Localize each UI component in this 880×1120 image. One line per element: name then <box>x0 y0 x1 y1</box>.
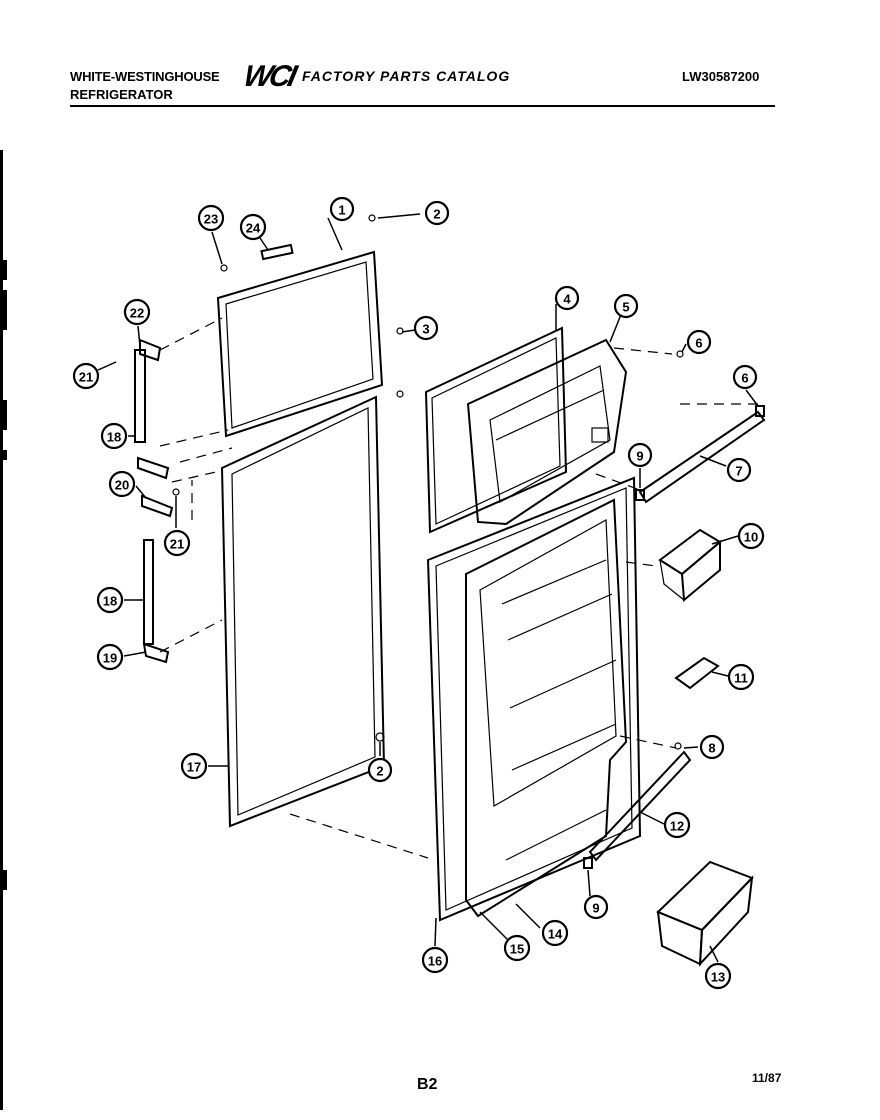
callout-label: 2 <box>433 207 440 222</box>
callout-label: 23 <box>204 212 218 227</box>
butter-compartment-cover <box>674 656 720 690</box>
hinge-assembly <box>134 214 404 742</box>
callout-24: 24 <box>239 213 267 241</box>
callout-23: 23 <box>197 204 225 232</box>
callout-label: 15 <box>510 942 524 957</box>
callout-6-right: 6 <box>732 364 758 390</box>
callout-2-top: 2 <box>424 200 450 226</box>
callout-4: 4 <box>554 285 580 311</box>
callout-label: 9 <box>592 901 599 916</box>
catalog-title: FACTORY PARTS CATALOG <box>302 68 511 84</box>
callout-label: 22 <box>130 306 144 321</box>
binding-holes <box>0 150 7 1110</box>
callout-22: 22 <box>123 298 151 326</box>
fresh-food-door-gasket <box>220 395 386 828</box>
callout-2-bottom: 2 <box>367 757 393 783</box>
callout-5: 5 <box>613 293 639 319</box>
callout-19: 19 <box>96 643 124 671</box>
callout-16: 16 <box>421 946 449 974</box>
fresh-food-door <box>426 476 642 922</box>
product-type: REFRIGERATOR <box>70 87 173 102</box>
door-bin-large <box>656 860 754 967</box>
callout-15: 15 <box>503 934 531 962</box>
callout-8: 8 <box>699 734 725 760</box>
freezer-door-gasket <box>216 250 384 438</box>
header-rule <box>70 105 775 107</box>
callout-label: 10 <box>744 530 758 545</box>
callout-7: 7 <box>726 457 752 483</box>
callout-label: 1 <box>338 203 345 218</box>
callout-label: 20 <box>115 478 129 493</box>
freezer-door <box>424 326 568 534</box>
page-label: B2 <box>417 1076 438 1093</box>
callout-label: 18 <box>107 430 121 445</box>
callout-label: 16 <box>428 954 442 969</box>
callout-label: 14 <box>548 927 563 942</box>
callout-label: 18 <box>103 594 117 609</box>
callout-label: 2 <box>376 764 383 779</box>
model-number: LW30587200 <box>682 69 760 84</box>
callout-label: 8 <box>708 741 715 756</box>
callout-label: 13 <box>711 970 725 985</box>
callout-label: 3 <box>422 322 429 337</box>
callout-14: 14 <box>541 919 569 947</box>
callout-17: 17 <box>180 752 208 780</box>
callout-label: 21 <box>79 370 93 385</box>
callout-3: 3 <box>413 315 439 341</box>
callout-label: 7 <box>735 464 742 479</box>
callout-20: 20 <box>108 470 136 498</box>
callout-13: 13 <box>704 962 732 990</box>
revision-date: 11/87 <box>752 1071 782 1085</box>
callout-label: 21 <box>170 537 184 552</box>
callout-label: 6 <box>695 336 702 351</box>
callout-10: 10 <box>737 522 765 550</box>
freezer-door-liner <box>466 338 628 526</box>
callout-1: 1 <box>329 196 355 222</box>
callout-label: 24 <box>246 221 261 236</box>
callout-21-lower: 21 <box>163 529 191 557</box>
callout-9-lower: 9 <box>583 894 609 920</box>
callout-label: 9 <box>636 449 643 464</box>
door-bin-small <box>658 528 722 603</box>
callout-6-upper: 6 <box>686 329 712 355</box>
callout-label: 12 <box>670 819 684 834</box>
callout-label: 5 <box>622 300 629 315</box>
fresh-food-shelf-bar <box>588 750 692 862</box>
fresh-food-door-liner <box>465 498 628 918</box>
callout-18-lower: 18 <box>96 586 124 614</box>
brand-name: WHITE-WESTINGHOUSE <box>70 69 220 84</box>
callout-11: 11 <box>727 663 755 691</box>
callout-label: 6 <box>741 371 748 386</box>
callout-label: 11 <box>734 671 748 686</box>
callout-label: 19 <box>103 651 117 666</box>
callout-18-upper: 18 <box>100 422 128 450</box>
callout-12: 12 <box>663 811 691 839</box>
callout-9-upper: 9 <box>627 442 653 468</box>
callout-label: 4 <box>563 292 571 307</box>
callout-21-left: 21 <box>72 362 100 390</box>
callout-label: 17 <box>187 760 201 775</box>
